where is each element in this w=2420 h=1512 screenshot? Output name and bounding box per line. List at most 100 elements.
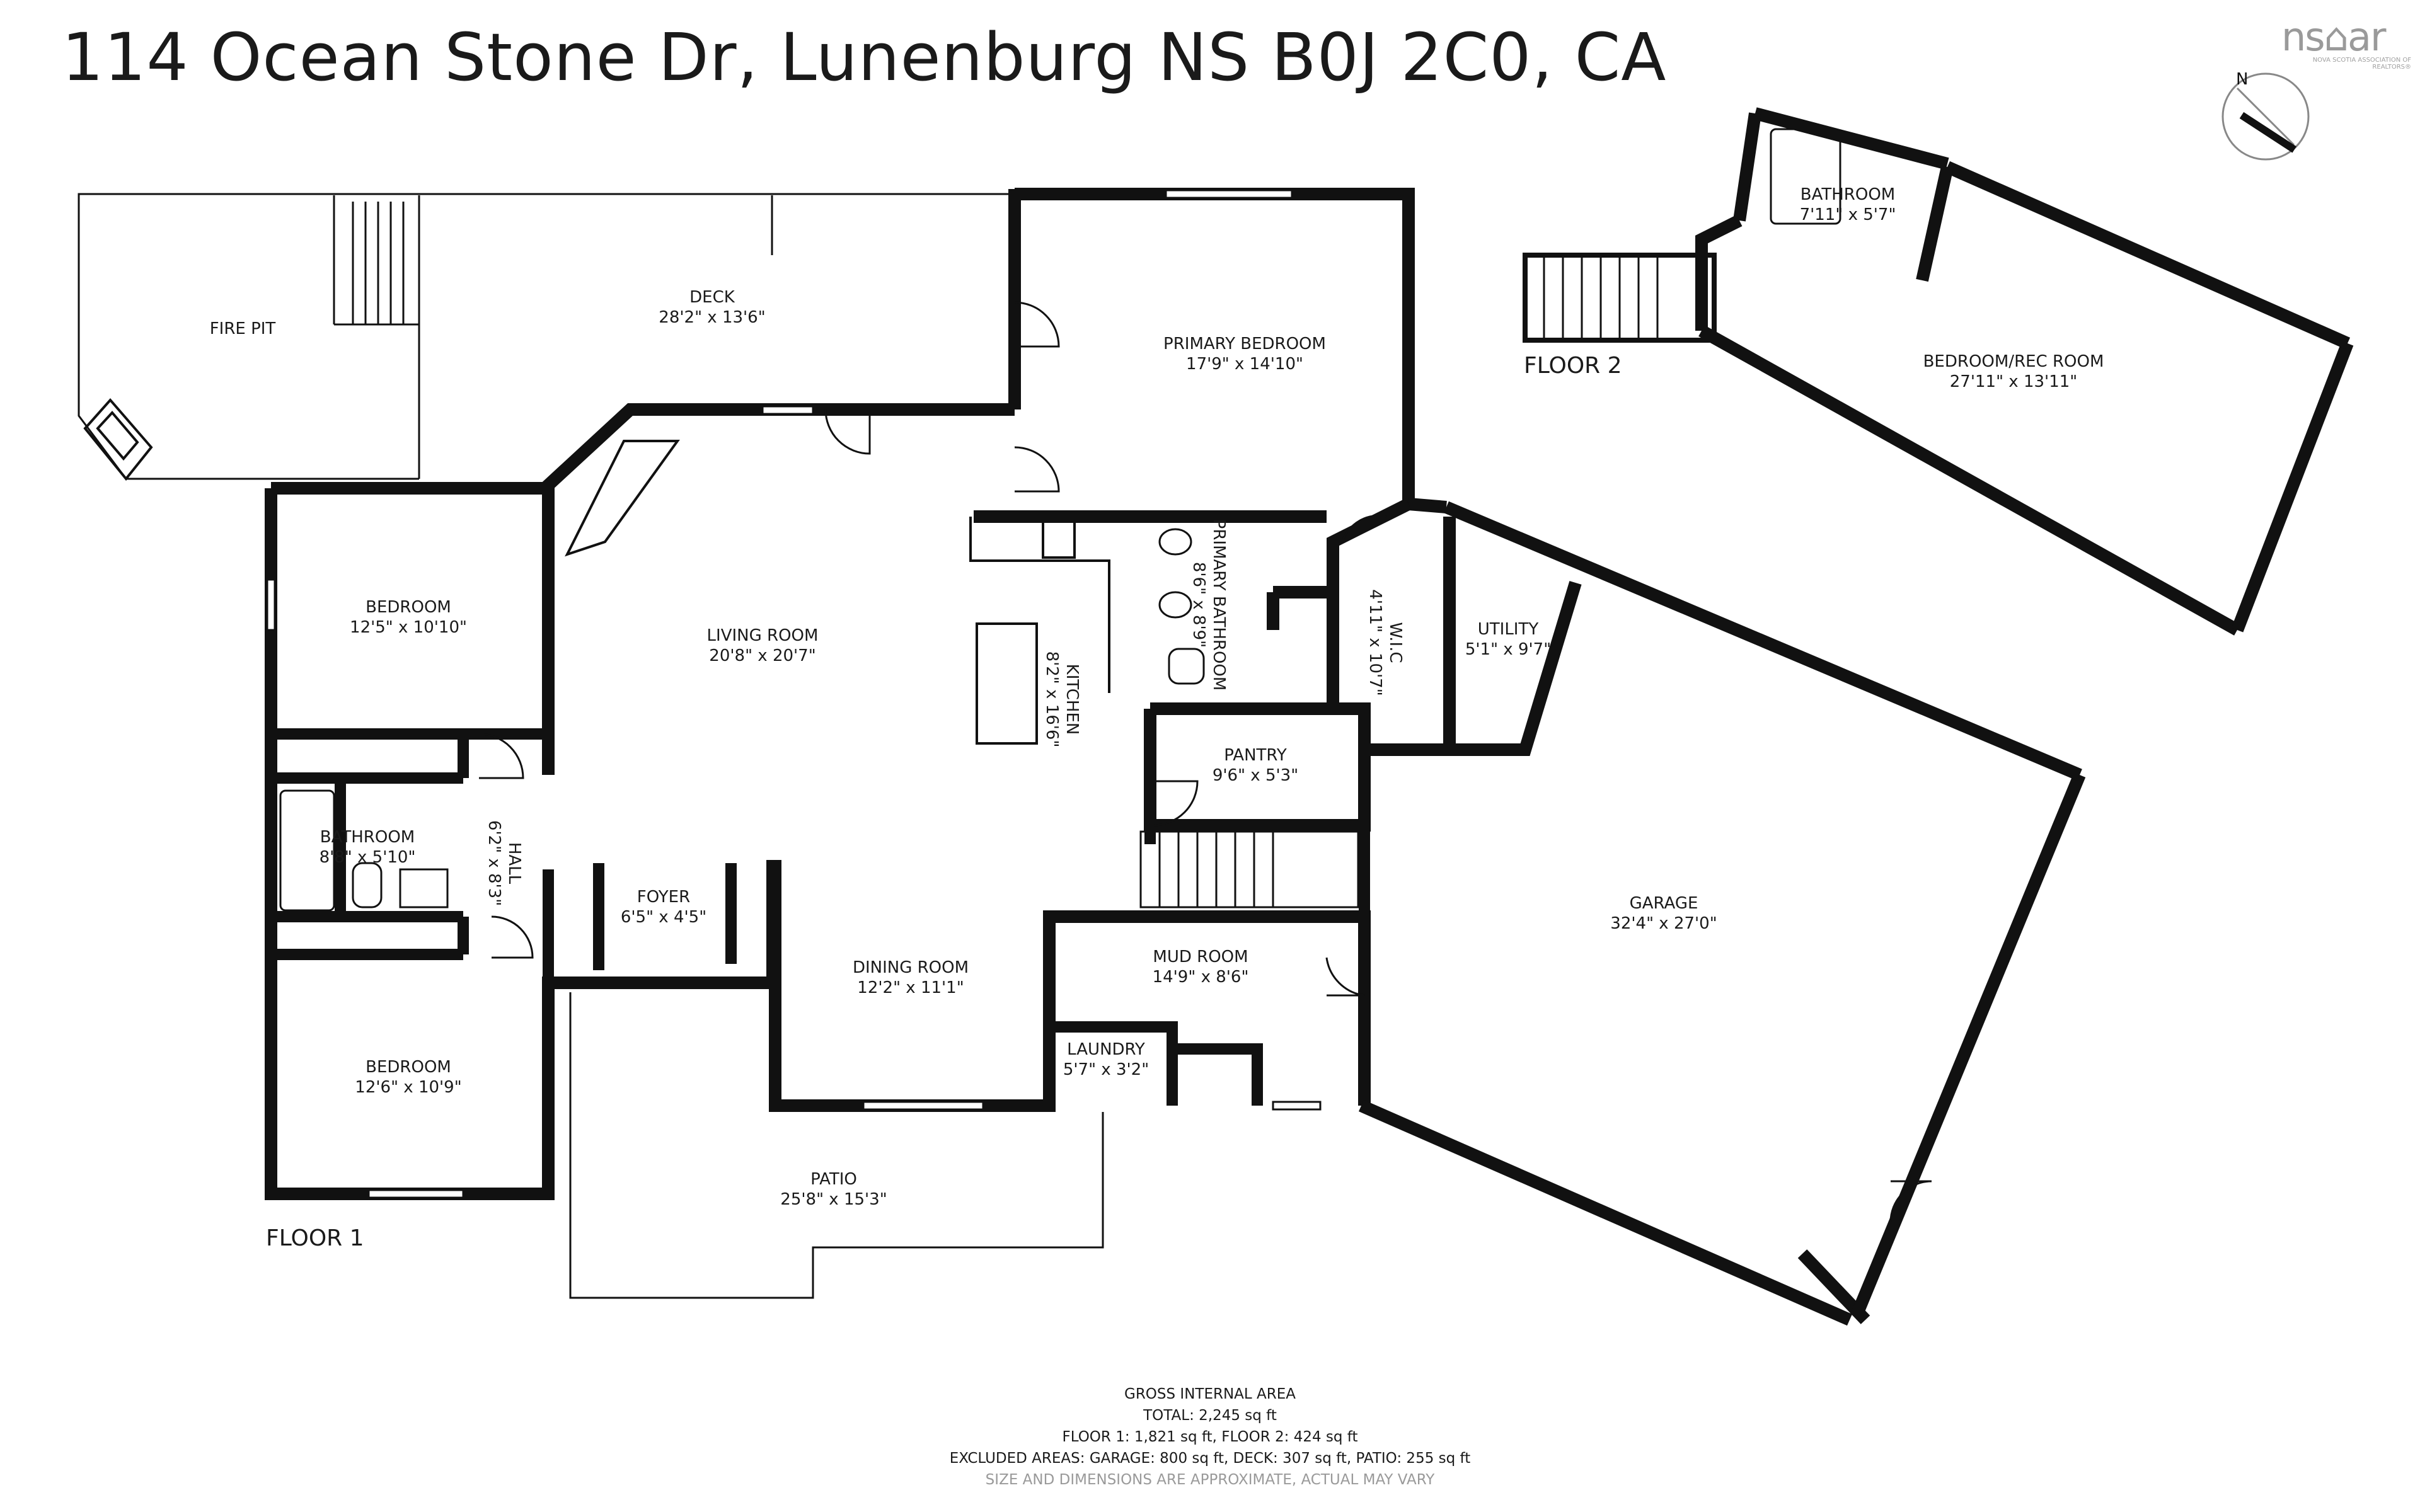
interior-walls bbox=[271, 728, 1370, 1106]
room-name: PATIO bbox=[810, 1170, 857, 1189]
area-summary: GROSS INTERNAL AREA TOTAL: 2,245 sq ft F… bbox=[950, 1383, 1471, 1491]
shower-icon bbox=[1770, 128, 1841, 225]
floor2-walls bbox=[1695, 107, 2354, 636]
room-name: HALL bbox=[505, 842, 524, 885]
room-dimensions: 12'2" x 11'1" bbox=[857, 978, 964, 997]
room-bedroom-rec: BEDROOM/REC ROOM 27'11" x 13'11" bbox=[1923, 352, 2104, 392]
room-bedroom-1: BEDROOM 12'5" x 10'10" bbox=[350, 597, 467, 638]
bathtub-icon bbox=[279, 789, 335, 912]
room-wic: W.I.C 4'11" x 10'7" bbox=[1365, 589, 1405, 696]
fixtures bbox=[279, 128, 1841, 912]
room-name: DECK bbox=[689, 288, 735, 307]
floor-2-label: FLOOR 2 bbox=[1524, 353, 1622, 379]
door-swings bbox=[478, 301, 1932, 1223]
room-patio: PATIO 25'8" x 15'3" bbox=[780, 1169, 887, 1210]
summary-heading: GROSS INTERNAL AREA bbox=[1124, 1386, 1296, 1402]
room-name: BEDROOM/REC ROOM bbox=[1923, 352, 2104, 371]
room-primary-bathroom: PRIMARY BATHROOM 8'6" x 8'9" bbox=[1189, 519, 1229, 691]
room-dimensions: 8'8" x 5'10" bbox=[319, 848, 416, 867]
room-name: LIVING ROOM bbox=[706, 626, 819, 645]
room-dimensions: 6'5" x 4'5" bbox=[620, 908, 707, 927]
page-title: 114 Ocean Stone Dr, Lunenburg NS B0J 2C0… bbox=[62, 19, 1667, 96]
summary-disclaimer: SIZE AND DIMENSIONS ARE APPROXIMATE, ACT… bbox=[985, 1472, 1435, 1488]
floor-1-label: FLOOR 1 bbox=[266, 1225, 364, 1251]
fire-pit-icon bbox=[83, 398, 153, 481]
room-bathroom-2: BATHROOM 7'11" x 5'7" bbox=[1800, 185, 1896, 225]
room-dimensions: 12'5" x 10'10" bbox=[350, 618, 467, 637]
door-icon bbox=[824, 409, 871, 455]
floor2-stairs bbox=[1523, 253, 1717, 343]
logo-subtitle: NOVA SCOTIA ASSOCIATION OF REALTORS® bbox=[2312, 57, 2411, 71]
room-name: FIRE PIT bbox=[209, 319, 276, 338]
room-dining-room: DINING ROOM 12'2" x 11'1" bbox=[853, 958, 969, 998]
room-name: W.I.C bbox=[1386, 622, 1405, 663]
toilet-icon bbox=[352, 862, 383, 908]
logo-wordmark: ns⌂ar bbox=[2281, 14, 2386, 60]
room-name: BATHROOM bbox=[320, 828, 415, 847]
room-name: LAUNDRY bbox=[1067, 1040, 1145, 1059]
window-icon bbox=[1165, 189, 1293, 199]
sink-icon bbox=[1158, 591, 1192, 619]
deck-stairs bbox=[352, 202, 405, 324]
window-icon bbox=[862, 1101, 984, 1111]
room-laundry: LAUNDRY 5'7" x 3'2" bbox=[1063, 1040, 1149, 1080]
room-name: BATHROOM bbox=[1800, 185, 1896, 204]
door-icon bbox=[1014, 446, 1060, 493]
room-garage: GARAGE 32'4" x 27'0" bbox=[1610, 893, 1717, 934]
room-name: KITCHEN bbox=[1063, 663, 1081, 735]
floor1-stairs bbox=[1139, 830, 1359, 908]
room-bedroom-2: BEDROOM 12'6" x 10'9" bbox=[355, 1057, 461, 1097]
kitchen-counter bbox=[969, 517, 1110, 745]
room-name: UTILITY bbox=[1477, 620, 1539, 639]
room-dimensions: 28'2" x 13'6" bbox=[659, 308, 766, 327]
room-dimensions: 4'11" x 10'7" bbox=[1366, 589, 1385, 696]
room-primary-bedroom: PRIMARY BEDROOM 17'9" x 14'10" bbox=[1163, 334, 1326, 374]
room-dimensions: 14'9" x 8'6" bbox=[1152, 968, 1249, 987]
summary-total: TOTAL: 2,245 sq ft bbox=[1143, 1407, 1277, 1424]
room-dimensions: 8'6" x 8'9" bbox=[1189, 561, 1208, 648]
window-icon bbox=[367, 1189, 464, 1199]
floor1-walls bbox=[265, 188, 2086, 1326]
room-bathroom-1: BATHROOM 8'8" x 5'10" bbox=[320, 827, 416, 868]
summary-excluded: EXCLUDED AREAS: GARAGE: 800 sq ft, DECK:… bbox=[949, 1450, 1471, 1467]
door-icon bbox=[1014, 301, 1060, 348]
room-dimensions: 27'11" x 13'11" bbox=[1949, 372, 2078, 391]
room-dimensions: 8'2" x 16'6" bbox=[1042, 651, 1061, 748]
room-dimensions: 20'8" x 20'7" bbox=[709, 646, 816, 665]
window-icon bbox=[266, 578, 276, 631]
room-dimensions: 32'4" x 27'0" bbox=[1610, 914, 1717, 933]
toilet-icon bbox=[1168, 648, 1205, 685]
room-dimensions: 25'8" x 15'3" bbox=[780, 1190, 887, 1209]
room-name: BEDROOM bbox=[366, 1058, 451, 1077]
windows bbox=[266, 189, 1322, 1199]
room-dimensions: 5'7" x 3'2" bbox=[1063, 1060, 1150, 1079]
room-fire-pit: FIRE PIT bbox=[210, 319, 276, 339]
room-name: PRIMARY BATHROOM bbox=[1209, 518, 1228, 691]
door-icon bbox=[478, 733, 524, 779]
room-name: BEDROOM bbox=[366, 598, 451, 617]
room-foyer: FOYER 6'5" x 4'5" bbox=[621, 887, 706, 927]
room-name: PANTRY bbox=[1224, 746, 1287, 765]
room-name: FOYER bbox=[637, 888, 691, 907]
nsar-logo: ns⌂ar NOVA SCOTIA ASSOCIATION OF REALTOR… bbox=[2281, 14, 2414, 71]
room-dimensions: 12'6" x 10'9" bbox=[355, 1078, 462, 1097]
door-icon bbox=[1889, 1180, 1932, 1223]
room-utility: UTILITY 5'1" x 9'7" bbox=[1465, 619, 1551, 660]
door-icon bbox=[1341, 515, 1387, 542]
room-dimensions: 17'9" x 14'10" bbox=[1186, 355, 1303, 374]
room-dimensions: 9'6" x 5'3" bbox=[1212, 766, 1299, 785]
room-living-room: LIVING ROOM 20'8" x 20'7" bbox=[707, 626, 819, 666]
room-name: MUD ROOM bbox=[1153, 948, 1248, 966]
room-pantry: PANTRY 9'6" x 5'3" bbox=[1213, 745, 1298, 786]
door-icon bbox=[1325, 957, 1365, 997]
sink-icon bbox=[1158, 528, 1192, 556]
door-icon bbox=[491, 915, 534, 959]
fireplace-icon bbox=[565, 440, 680, 557]
patio-outline bbox=[569, 992, 1104, 1299]
deck-outline bbox=[78, 193, 1008, 480]
room-name: GARAGE bbox=[1629, 894, 1698, 913]
room-kitchen: KITCHEN 8'2" x 16'6" bbox=[1042, 651, 1082, 748]
room-deck: DECK 28'2" x 13'6" bbox=[659, 287, 765, 328]
room-name: DINING ROOM bbox=[852, 958, 969, 977]
